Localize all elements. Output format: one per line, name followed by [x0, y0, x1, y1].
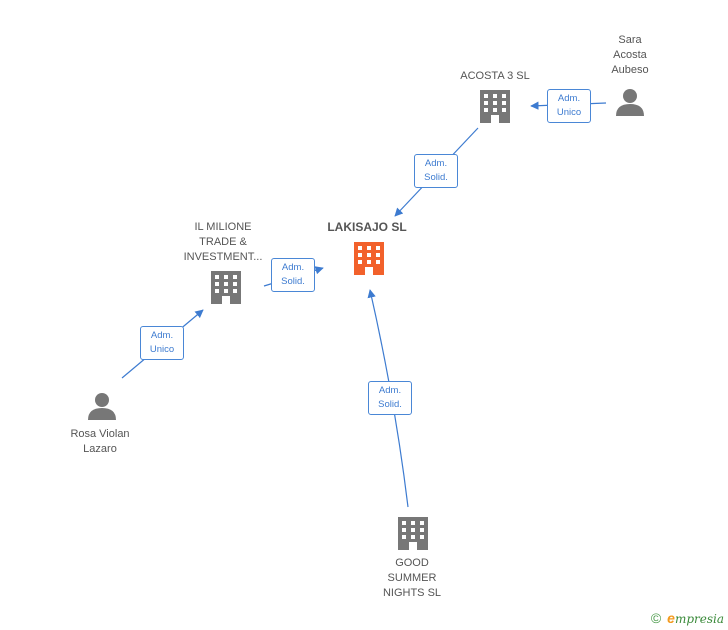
building-icon[interactable] — [398, 517, 428, 550]
node-label-good-summer[interactable]: GOOD SUMMER NIGHTS SL — [382, 557, 442, 599]
edge-label-acosta-lakisajo: Adm. Solid. — [414, 154, 458, 188]
edge-label-line: Solid. — [281, 276, 305, 287]
node-label-il-milione[interactable]: IL MILIONE TRADE & INVESTMENT... — [183, 221, 263, 263]
building-icon[interactable] — [354, 242, 384, 275]
edge-label-rosa-il: Adm. Unico — [140, 326, 184, 360]
person-icon[interactable] — [616, 89, 644, 116]
edge-label-good-lakisajo: Adm. Solid. — [368, 381, 412, 415]
edge-label-line: Adm. — [557, 93, 581, 104]
node-label-rosa[interactable]: Rosa Violan Lazaro — [70, 428, 130, 455]
edge-label-line: Solid. — [424, 172, 448, 183]
edge-label-line: Unico — [556, 107, 582, 118]
brand-name: mpresia — [674, 612, 724, 626]
edge-label-line: Solid. — [378, 399, 402, 410]
node-label-lakisajo[interactable]: LAKISAJO SL — [327, 220, 407, 234]
edge-label-line: Adm. — [150, 330, 174, 341]
person-icon[interactable] — [88, 393, 116, 420]
edge-label-il-lakisajo: Adm. Solid. — [271, 258, 315, 292]
edge-label-sara-acosta: Adm. Unico — [547, 89, 591, 123]
empresia-logo[interactable]: © empresia — [651, 610, 724, 626]
edge-label-line: Adm. — [378, 385, 402, 396]
edge-label-line: Unico — [149, 344, 175, 355]
building-icon[interactable] — [211, 271, 241, 304]
edge-label-line: Adm. — [424, 158, 448, 169]
edge-label-line: Adm. — [281, 262, 305, 273]
node-label-sara[interactable]: Sara Acosta Aubeso — [611, 34, 649, 76]
copyright-symbol: © — [650, 610, 662, 626]
brand-initial: e — [667, 610, 675, 626]
node-label-acosta[interactable]: ACOSTA 3 SL — [460, 70, 530, 82]
building-icon[interactable] — [480, 90, 510, 123]
